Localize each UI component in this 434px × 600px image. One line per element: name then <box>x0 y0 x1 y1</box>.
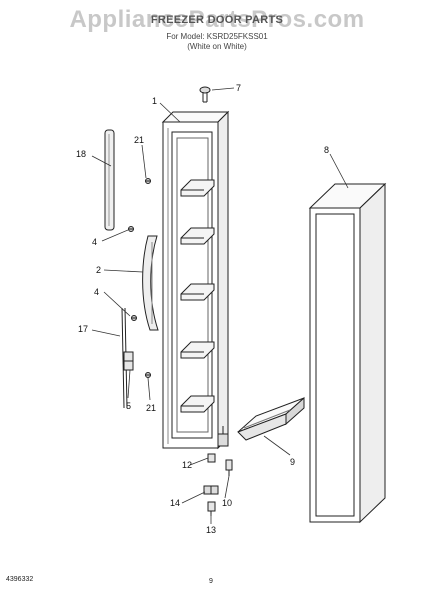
callout-7: 7 <box>236 83 241 93</box>
callout-8: 8 <box>324 145 329 155</box>
callout-2: 2 <box>96 265 101 275</box>
callouts: 1 7 21 18 8 4 2 4 17 5 21 9 12 10 14 13 <box>76 83 329 535</box>
callout-1: 1 <box>152 96 157 106</box>
callout-12: 12 <box>182 460 192 470</box>
door-trim-strip <box>104 129 115 231</box>
header: AppliancePartsPros.com FREEZER DOOR PART… <box>0 0 434 80</box>
callout-9: 9 <box>290 457 295 467</box>
diagram-title: FREEZER DOOR PARTS <box>150 14 284 26</box>
door-shelves <box>180 179 215 413</box>
door-cam <box>123 351 134 371</box>
callout-4-upper: 4 <box>92 237 97 247</box>
screws <box>128 178 151 378</box>
callout-14: 14 <box>170 498 180 508</box>
color-option: (White on White) <box>187 42 247 51</box>
callout-21-bottom: 21 <box>146 403 156 413</box>
door-handle <box>142 235 159 331</box>
callout-17: 17 <box>78 324 88 334</box>
door-bin <box>237 396 305 441</box>
callout-21-top: 21 <box>134 135 144 145</box>
hinge-parts <box>203 426 233 516</box>
page-number: 9 <box>209 578 213 585</box>
door-gasket <box>308 182 387 524</box>
callout-5: 5 <box>126 401 131 411</box>
watermark: AppliancePartsPros.com <box>69 6 365 33</box>
model-number: For Model: KSRD25FKSS01 <box>166 32 268 41</box>
callout-18: 18 <box>76 149 86 159</box>
leader-lines <box>91 87 349 524</box>
callout-13: 13 <box>206 525 216 535</box>
top-plug <box>199 86 211 103</box>
callout-10: 10 <box>222 498 232 508</box>
document-id: 4396332 <box>6 576 34 583</box>
callout-4-lower: 4 <box>94 287 99 297</box>
